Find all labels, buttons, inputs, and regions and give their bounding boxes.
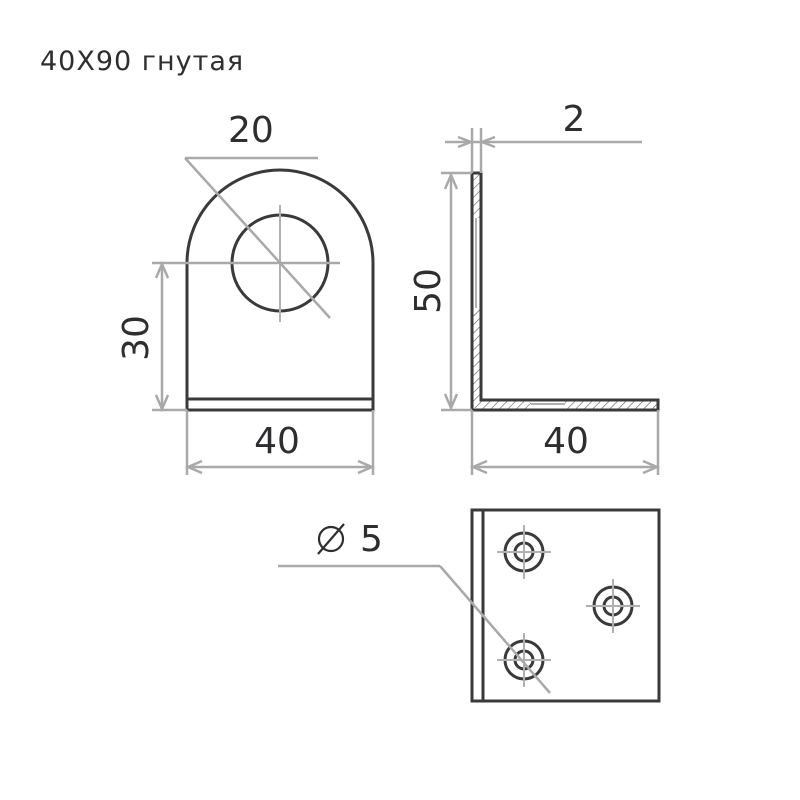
plan-hole-3 [497,633,551,687]
side-height-arrow-bottom [443,393,459,412]
width-arrow-left [184,459,203,475]
front-view: 20 30 40 [116,110,376,475]
side-width-dimension-label: 40 [543,421,589,462]
thickness-arrow-left [457,135,475,149]
side-section-hatch-upper [472,173,481,218]
side-section-hatch-lower [472,308,481,408]
drawing-title: 40X90 гнутая [40,46,244,77]
thickness-arrow-right [478,135,496,149]
thickness-dimension-label: 2 [563,99,586,140]
side-width-arrow-left [469,459,488,475]
width-arrow-right [357,459,376,475]
radius-dimension-leader [184,157,331,319]
width-dimension-label: 40 [254,421,300,462]
height-arrow-bottom [154,394,170,413]
height-arrow-top [154,260,170,279]
base-section-hatch-left [481,400,531,409]
plan-view: 5 [278,508,661,703]
side-height-arrow-top [443,171,459,190]
plan-view-outline [470,508,661,703]
height-dimension-label: 30 [116,315,157,361]
side-width-arrow-right [642,459,661,475]
side-height-dimension-label: 50 [408,268,449,314]
diameter-dimension-label: 5 [360,519,383,560]
plan-hole-2 [586,579,640,633]
plan-hole-1 [497,525,551,579]
side-view: 2 50 40 [408,99,661,475]
front-view-outline [185,168,375,412]
radius-dimension-label: 20 [228,110,274,151]
diameter-icon [317,523,345,555]
side-view-outline [470,171,660,412]
diameter-leader-line [439,565,551,694]
base-section-hatch-right [565,400,658,409]
